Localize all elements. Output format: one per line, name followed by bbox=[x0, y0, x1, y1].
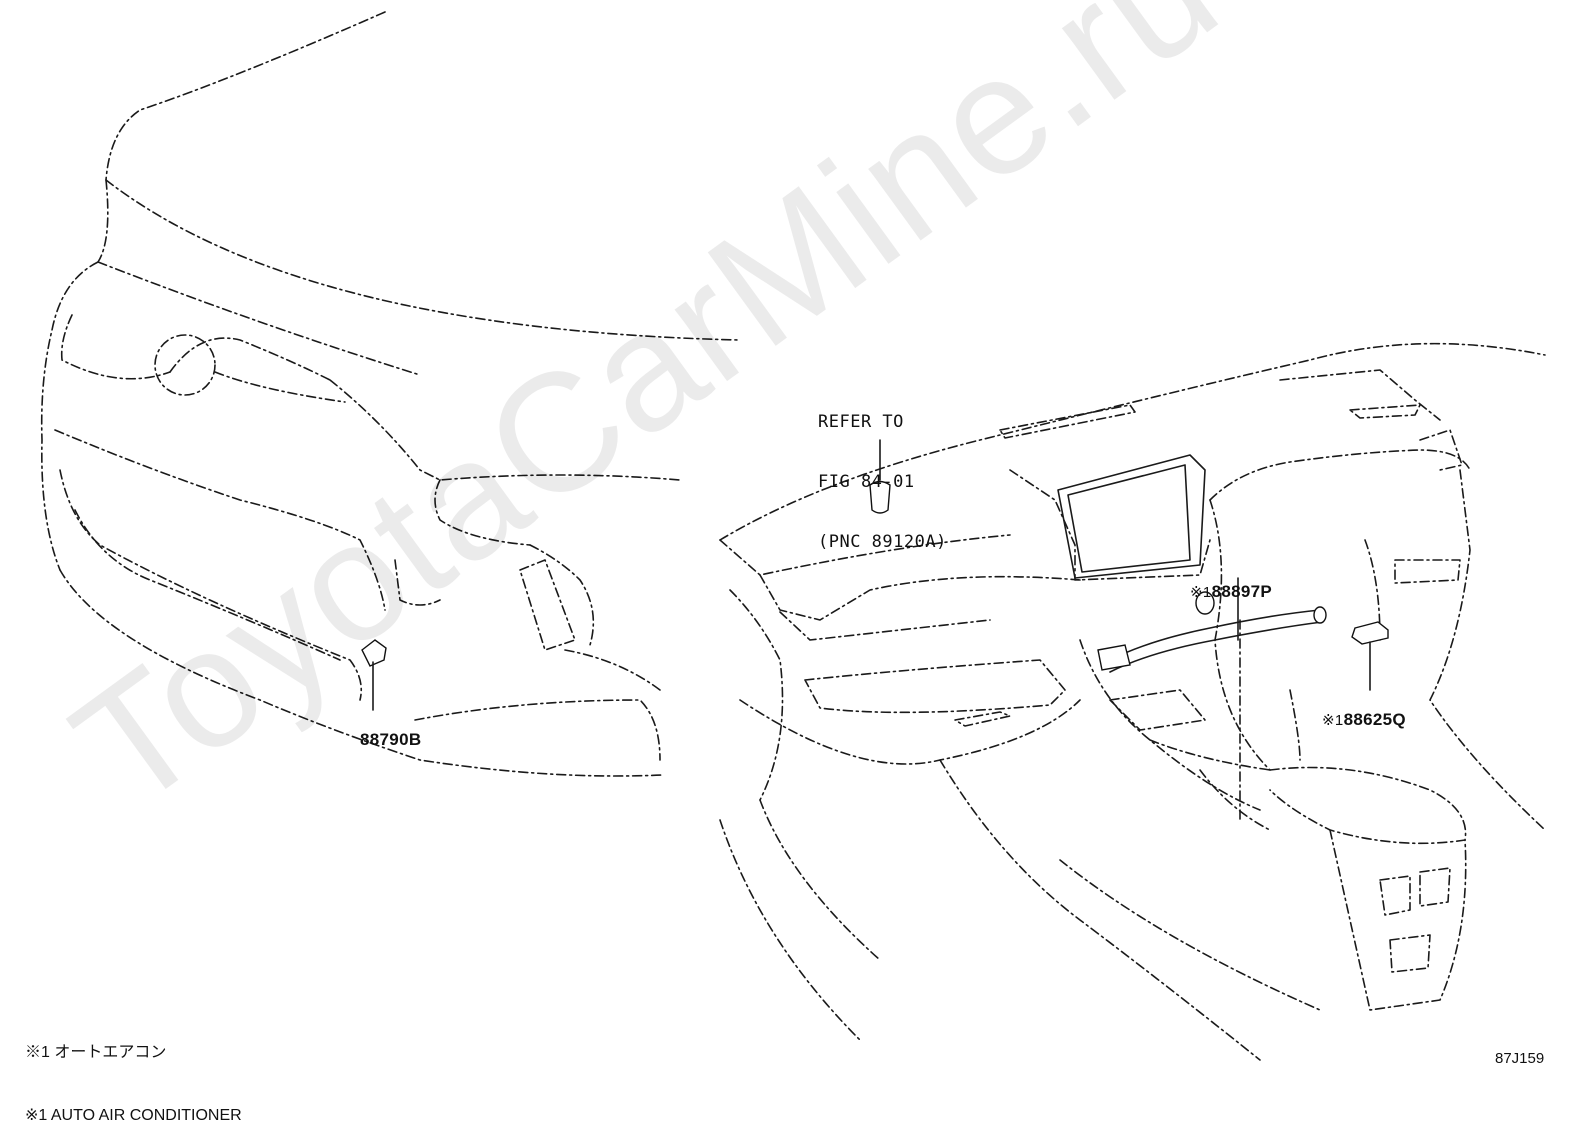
room-sensor-part bbox=[1351, 621, 1389, 691]
part-label-88897p[interactable]: ※188897P bbox=[1180, 562, 1272, 602]
refer-note-line-2: FIG 84-01 bbox=[818, 472, 915, 492]
dashboard-outline bbox=[719, 342, 1546, 1061]
footnote-english: ※1 AUTO AIR CONDITIONER bbox=[25, 1107, 242, 1124]
part-number: 88790B bbox=[360, 730, 422, 749]
part-label-88625q[interactable]: ※188625Q bbox=[1312, 690, 1406, 730]
refer-note-line-3: (PNC 89120A) bbox=[818, 532, 947, 552]
ambient-sensor-part bbox=[361, 639, 387, 711]
part-number: 88897P bbox=[1211, 582, 1272, 601]
parts-diagram-canvas bbox=[40, 11, 1546, 1061]
footnote-japanese: ※1 オートエアコン bbox=[25, 1044, 167, 1061]
part-mark: ※1 bbox=[1322, 712, 1344, 729]
aspirator-hose-part bbox=[1097, 577, 1327, 673]
refer-note: REFER TO FIG 84-01 (PNC 89120A) bbox=[818, 372, 947, 572]
part-number: 88625Q bbox=[1343, 710, 1406, 729]
part-label-88790b[interactable]: 88790B bbox=[350, 710, 421, 750]
figure-code: 87J159 bbox=[1495, 1050, 1545, 1067]
vehicle-front-outline bbox=[40, 11, 741, 777]
part-mark: ※1 bbox=[1190, 584, 1212, 601]
refer-note-line-1: REFER TO bbox=[818, 412, 904, 432]
solar-sensor-part bbox=[869, 439, 891, 514]
footnotes: ※1 オートエアコン ※1 AUTO AIR CONDITIONER bbox=[25, 1000, 242, 1147]
